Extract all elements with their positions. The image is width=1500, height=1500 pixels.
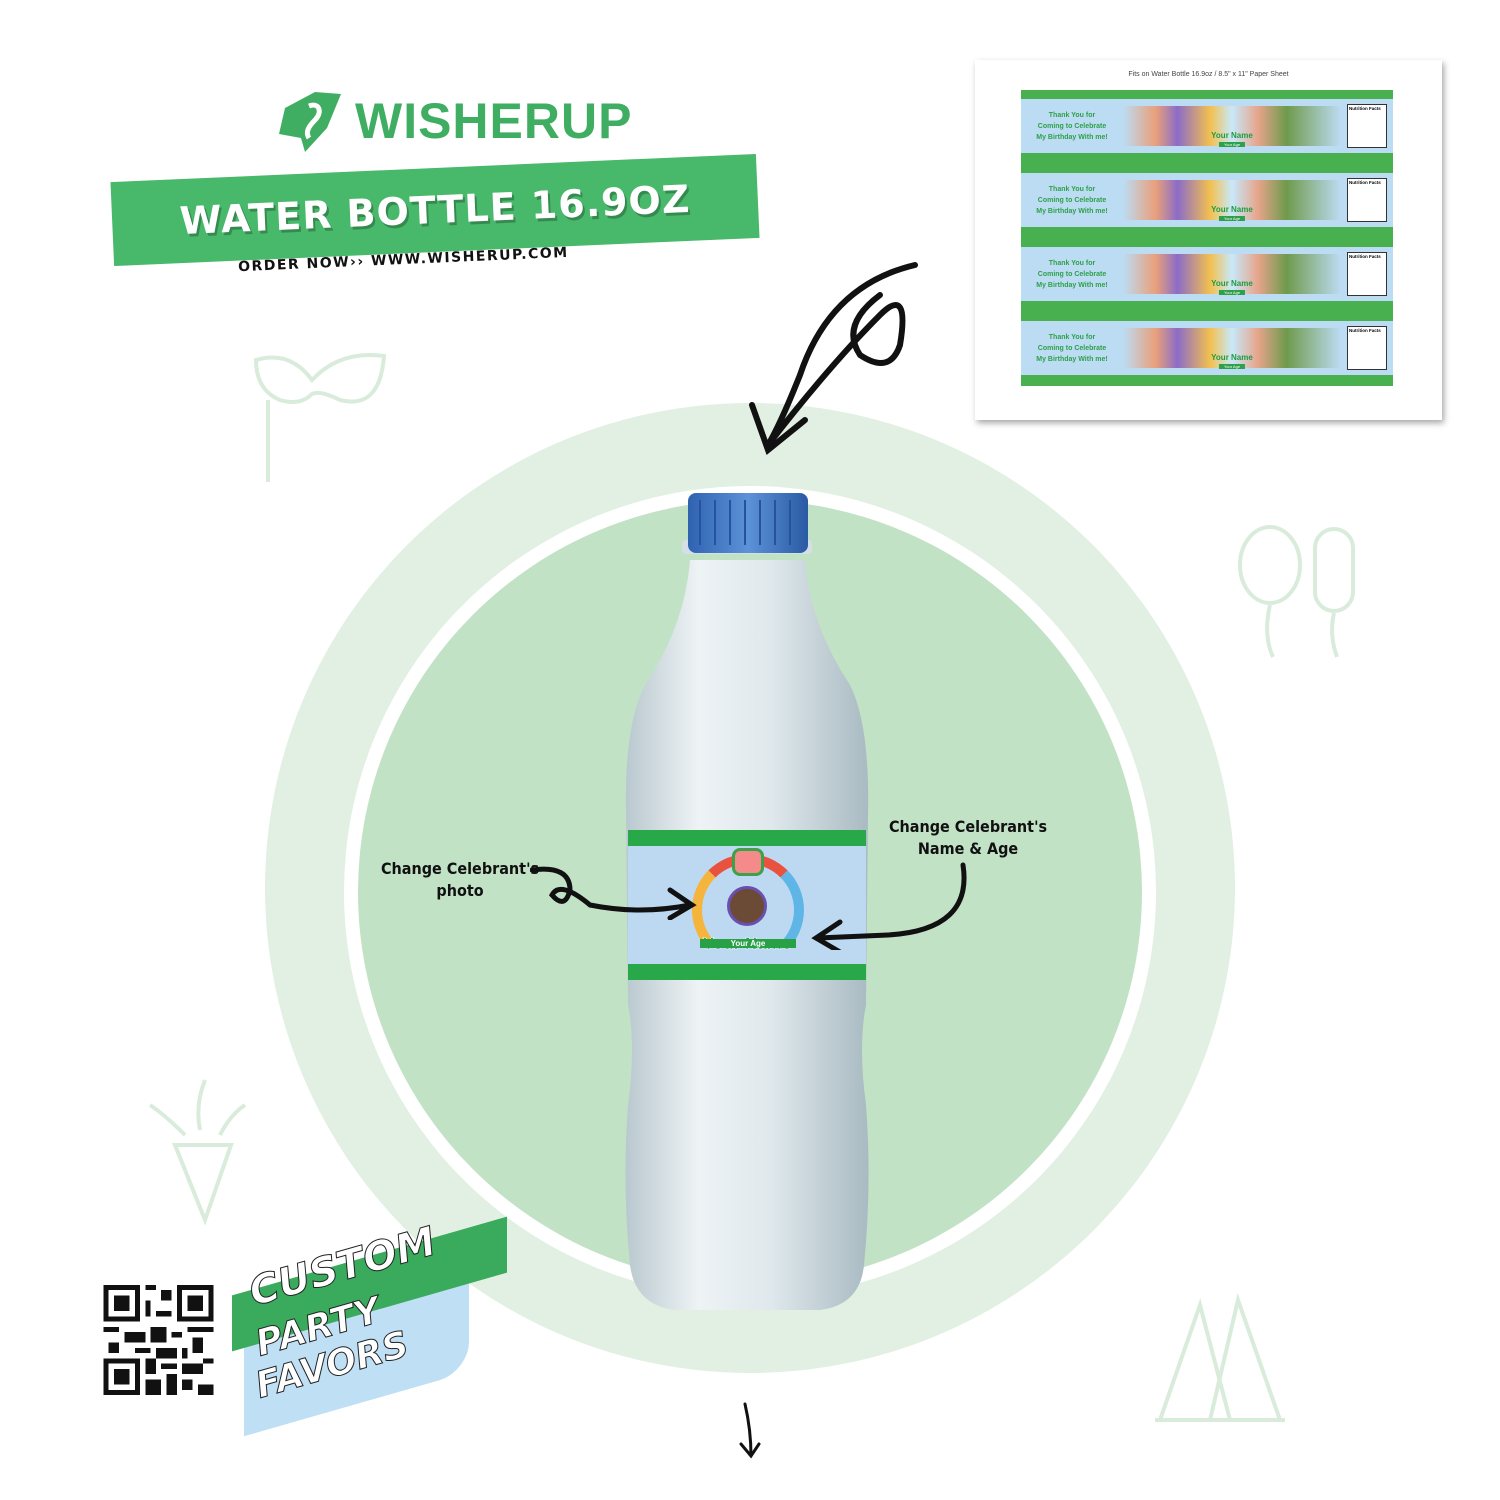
thanks-line: Coming to Celebrate [1037,344,1107,352]
thanks-line: My Birthday With me! [1036,207,1108,215]
cocomelon-logo [732,848,764,876]
nutrition-facts: Nutrition Facts [1347,104,1387,148]
thanks-line: My Birthday With me! [1036,355,1108,363]
scroll-down-arrow-icon [739,1402,761,1459]
mask-icon [253,353,387,482]
brand-name: WISHERUP [355,93,633,149]
promo-text: CUSTOM PARTY FAVORS [244,1220,442,1407]
nutrition-facts: Nutrition Facts [1347,178,1387,222]
sheet-title: Fits on Water Bottle 16.9oz / 8.5" x 11"… [1128,71,1289,78]
celebrant-age[interactable]: Your Age [700,939,796,948]
party-hats-icon [1155,1292,1285,1422]
arrow-to-name-icon [811,862,967,950]
balloons-icon [1238,525,1355,658]
thanks-line: My Birthday With me! [1036,281,1108,289]
label-name: Your Name [1211,279,1253,288]
annotation-line: Change Celebrant's [380,859,540,878]
label-age: Your Age [1218,364,1246,369]
label-name: Your Name [1211,353,1253,362]
thanks-line: Coming to Celebrate [1037,270,1107,278]
thanks-line: Thank You for [1048,185,1096,193]
label-age: Your Age [1218,216,1246,221]
product-title: WATER BOTTLE 16.9OZ [178,176,692,244]
annotation-line: Change Celebrant's [888,817,1048,836]
annotation-line: Name & Age [917,839,1019,858]
custom-party-favors-badge: CUSTOM PARTY FAVORS [232,1216,512,1437]
thanks-line: My Birthday With me! [1036,133,1108,141]
qr-code[interactable] [102,1285,215,1395]
label-age: Your Age [1218,142,1246,147]
title-banner: WATER BOTTLE 16.9OZ [110,153,760,267]
wisherup-logo-icon [279,92,341,152]
brand-logo: WISHERUP [275,88,632,154]
annotation-line: photo [436,881,484,900]
thanks-line: Thank You for [1048,333,1096,341]
thanks-line: Thank You for [1048,259,1096,267]
printable-sheet-preview: Fits on Water Bottle 16.9oz / 8.5" x 11"… [975,60,1442,420]
thanks-line: Coming to Celebrate [1037,122,1107,130]
arrow-to-photo-icon [530,866,697,920]
label-name: Your Name [1211,205,1253,214]
party-popper-icon [148,1079,247,1225]
curly-arrow-icon [749,262,918,456]
thanks-line: Coming to Celebrate [1037,196,1107,204]
nutrition-facts: Nutrition Facts [1347,326,1387,370]
photo-annotation: Change Celebrant's photo [380,858,540,902]
bottle-label: Your Name Your Age [628,830,866,980]
thanks-line: Thank You for [1048,111,1096,119]
nutrition-facts: Nutrition Facts [1347,252,1387,296]
celebrant-photo[interactable] [727,886,767,926]
label-name: Your Name [1211,131,1253,140]
label-age: Your Age [1218,290,1246,295]
